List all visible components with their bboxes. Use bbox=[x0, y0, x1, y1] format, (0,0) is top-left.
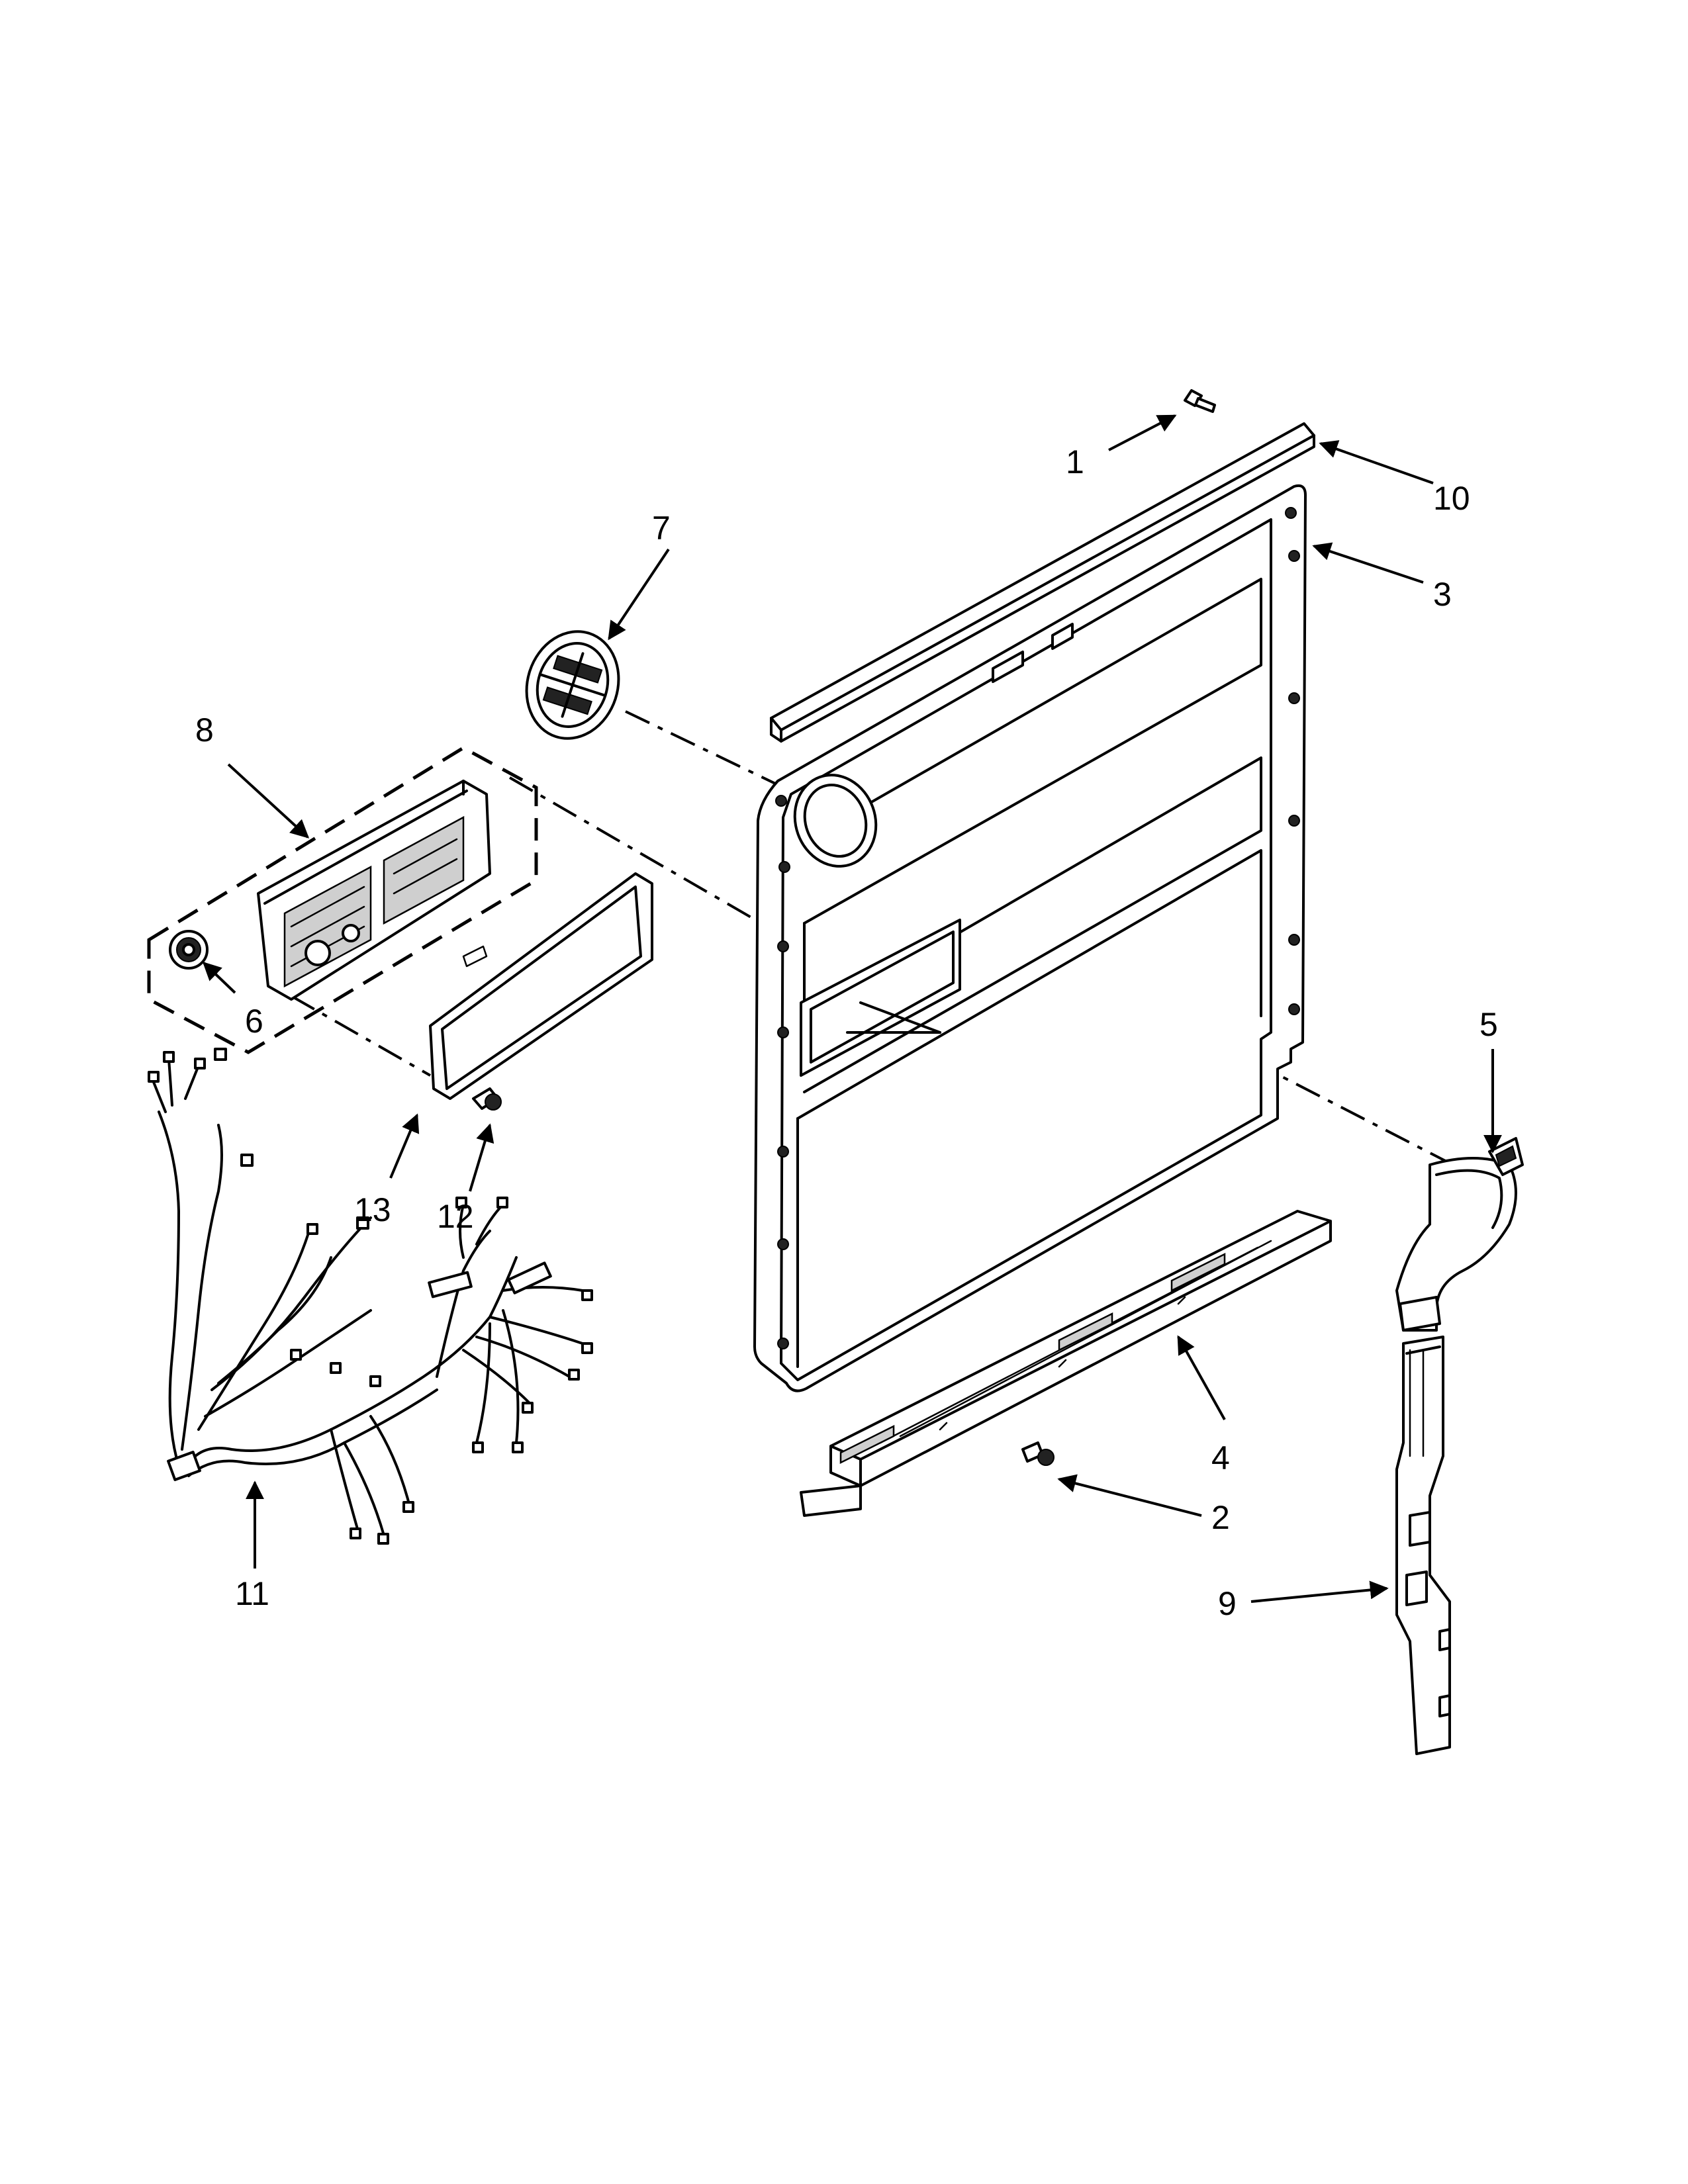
callout-7: 7 bbox=[652, 510, 671, 547]
callout-3: 3 bbox=[1433, 576, 1452, 613]
gasket-screw bbox=[472, 1087, 502, 1111]
control-assembly bbox=[147, 746, 538, 1054]
callout-5: 5 bbox=[1479, 1006, 1498, 1043]
harness-connectors bbox=[148, 1048, 593, 1545]
vent-cap bbox=[525, 630, 620, 740]
bottom-screw bbox=[1021, 1441, 1055, 1466]
callout-10: 10 bbox=[1433, 480, 1470, 517]
callout-6: 6 bbox=[245, 1003, 263, 1040]
bottom-trim-channel bbox=[800, 1210, 1332, 1517]
inner-door-panel bbox=[753, 484, 1307, 1392]
vent-elbow bbox=[1395, 1137, 1524, 1332]
knob-nut bbox=[169, 930, 209, 970]
top-screw bbox=[1184, 389, 1216, 413]
callout-2: 2 bbox=[1211, 1499, 1230, 1536]
wire-harness bbox=[148, 1048, 593, 1545]
callout-labels: 1 2 3 4 5 6 7 8 9 10 11 12 13 bbox=[195, 443, 1498, 1622]
vent-duct bbox=[1395, 1336, 1451, 1755]
control-gasket bbox=[429, 872, 653, 1100]
leader-lines bbox=[202, 414, 1502, 1603]
callout-1: 1 bbox=[1066, 443, 1084, 480]
callout-4: 4 bbox=[1211, 1439, 1230, 1477]
callout-9: 9 bbox=[1218, 1585, 1237, 1622]
panel-mounting-holes bbox=[775, 507, 1300, 1349]
callout-12: 12 bbox=[437, 1198, 474, 1235]
callout-13: 13 bbox=[354, 1191, 391, 1228]
top-trim-strip bbox=[770, 422, 1315, 743]
callout-8: 8 bbox=[195, 711, 214, 749]
callout-11: 11 bbox=[235, 1575, 269, 1612]
